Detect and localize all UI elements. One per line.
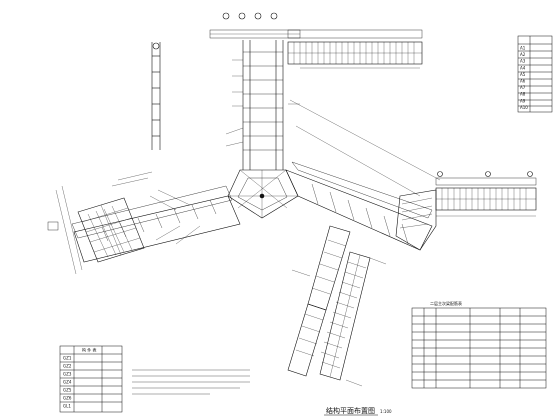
legend-mark: GZ2 [63,364,72,369]
right-table-mark: A8 [520,92,526,97]
top-left-detail [151,42,161,150]
legend-table [59,345,123,413]
north-wing [209,12,301,170]
legend-title: 构 件 表 [82,347,97,353]
right-table-mark: A9 [520,98,526,103]
drawing-scale: 1:100 [380,409,392,414]
south-wing [307,225,351,311]
right-marker-table [517,35,553,113]
west-stair [47,171,153,275]
right-table-mark: A2 [520,52,526,57]
spec-table [411,307,547,389]
right-table-mark: A6 [520,79,526,84]
legend-mark: GZ5 [63,388,72,393]
east-stair [395,171,537,251]
right-table-mark: A4 [520,65,526,70]
legend-mark: GZ1 [63,356,72,361]
spec-table-title: 二层主次梁配筋表 [430,300,462,306]
right-table-mark: A5 [520,72,526,77]
legend-mark: GZ3 [63,372,72,377]
general-notes [132,369,250,395]
right-table-mark: A1 [520,46,526,51]
right-table-mark: A7 [520,85,526,90]
central-hub [227,169,299,219]
right-table-mark: A3 [520,59,526,64]
legend-mark: GL1 [63,404,71,409]
west-wing [71,185,241,263]
right-table-mark: A10 [520,105,528,110]
drawing-title: 结构平面布置图 [326,406,375,415]
east-wing [285,99,441,251]
legend-mark: GZ4 [63,380,72,385]
north-stair [287,29,423,69]
south-stair [287,251,387,387]
legend-mark: GZ6 [63,396,72,401]
